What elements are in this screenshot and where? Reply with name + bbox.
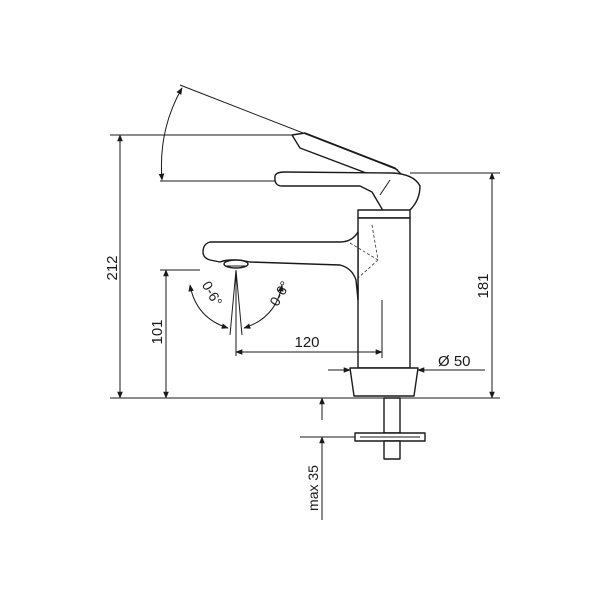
handle-sweep-line [179,84,399,171]
label-angle-left: 0-6° [199,278,226,308]
handle-angle-arc [158,87,183,181]
label-max-thickness: max 35 [305,465,321,511]
label-body-height: 181 [475,273,492,298]
handle-detail [379,179,391,196]
aerator-angle-line-left [229,269,237,336]
aerator-arc-right [243,284,284,329]
label-spout-reach: 120 [294,334,319,351]
faucet-spout [202,231,359,301]
handle-lever [274,171,421,217]
label-angle-right: 0-6° [266,278,293,308]
label-diameter: Ø 50 [438,353,471,370]
mounting-shank [383,397,401,434]
faucet-body [357,217,411,369]
mounting-nut [383,440,401,460]
internal-hidden-lines [349,224,379,279]
faucet-base [349,367,419,397]
aerator-angle-line-right [235,269,243,336]
body-collar [357,209,411,219]
aerator [223,259,249,269]
label-spout-height: 101 [149,319,166,344]
label-total-height: 212 [104,255,121,280]
aerator-arc-left [188,284,229,329]
